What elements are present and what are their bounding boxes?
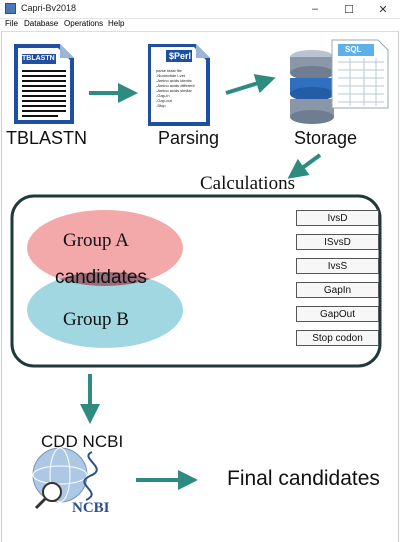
perl-line: -Gap-out: [156, 98, 172, 103]
app-icon: [5, 3, 16, 14]
perl-doc-header: $Perl: [169, 51, 192, 61]
maximize-button[interactable]: ☐: [344, 3, 354, 16]
candidates-label: candidates: [55, 267, 147, 288]
venn-diagram: [27, 210, 183, 348]
close-button[interactable]: ✕: [378, 3, 388, 16]
tblastn-label: TBLASTN: [6, 128, 88, 148]
perl-line: -Nucleotide i-vet: [156, 73, 185, 78]
minimize-button[interactable]: –: [311, 3, 319, 15]
ncbi-logo: [32, 447, 98, 510]
menu-bar: File Database Operations Help: [0, 18, 400, 30]
metric-gapout: GapOut: [296, 306, 379, 322]
metric-ivss: IvsS: [296, 258, 379, 274]
perl-line: -Stop: [156, 103, 166, 108]
perl-line: -Amino acids different: [156, 83, 195, 88]
final-candidates-label: Final candidates: [227, 467, 380, 490]
parsing-label: Parsing: [158, 128, 220, 148]
menu-database[interactable]: Database: [24, 19, 59, 28]
database-icon: [290, 50, 334, 124]
metric-stop-codon: Stop codon: [296, 330, 379, 346]
metric-ivsd: IvsD: [296, 210, 379, 226]
perl-line: -Amino acids identic: [156, 78, 192, 83]
perl-line: parse blast file: [156, 68, 182, 73]
ncbi-logo-text: NCBI: [72, 500, 110, 516]
tblastn-doc-header: TBLASTN: [22, 55, 55, 62]
perl-doc-lines: parse blast file -Nucleotide i-vet -Amin…: [156, 68, 195, 108]
tblastn-document-icon: [14, 44, 74, 124]
perl-line: -Gap-In: [156, 93, 170, 98]
calculations-label: Calculations: [200, 173, 295, 194]
cdd-ncbi-label: CDD NCBI: [41, 432, 124, 451]
perl-document-icon: [148, 44, 210, 126]
arrow-to-storage: [225, 73, 276, 95]
sql-badge: SQL: [345, 45, 362, 54]
sql-table-icon: [331, 39, 389, 109]
storage-label: Storage: [294, 128, 358, 148]
menu-operations[interactable]: Operations: [64, 19, 104, 28]
window-titlebar: Capri-Bv2018 – ☐ ✕: [0, 0, 400, 19]
arrow-to-calculations: [287, 153, 322, 179]
group-b-label: Group B: [63, 309, 129, 330]
perl-line: -Amino acids similar: [156, 88, 192, 93]
window-title: Capri-Bv2018: [21, 3, 77, 13]
group-a-label: Group A: [63, 230, 129, 251]
menu-help[interactable]: Help: [108, 19, 125, 28]
metric-gapin: GapIn: [296, 282, 379, 298]
menu-file[interactable]: File: [5, 19, 18, 28]
metric-isvsd: ISvsD: [296, 234, 379, 250]
